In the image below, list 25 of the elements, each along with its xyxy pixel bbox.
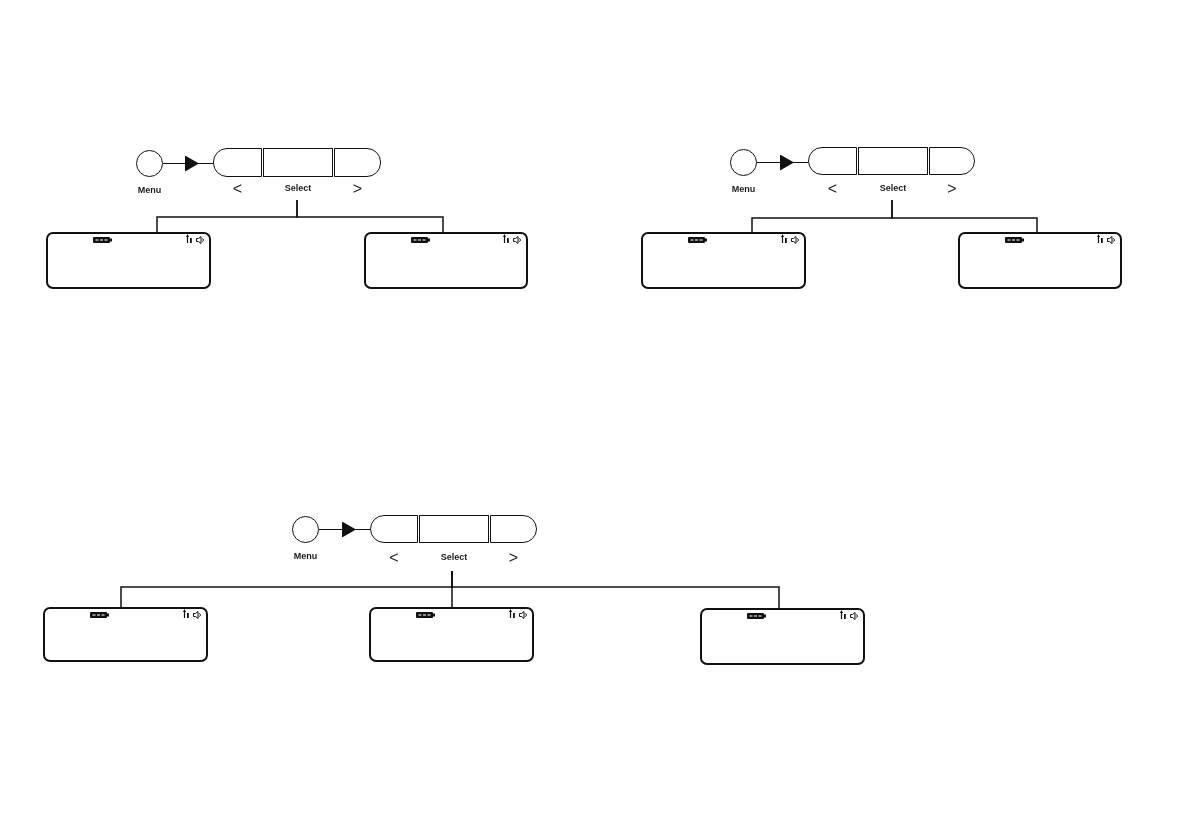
lcd-screen	[43, 607, 208, 662]
connector-arrow	[318, 521, 371, 538]
lcd-screen	[700, 608, 865, 665]
key-label: <	[389, 548, 399, 566]
lcd-screen	[958, 232, 1122, 289]
key-label: Select	[440, 551, 468, 563]
key-label: >	[352, 179, 363, 197]
lcd-screen	[46, 232, 211, 289]
key-label: >	[947, 179, 957, 197]
connector-line	[296, 199, 444, 233]
key-label: Select	[879, 182, 907, 194]
key-label: >	[508, 548, 519, 566]
lcd-screen	[369, 607, 534, 662]
key-label: Menu	[137, 184, 162, 196]
key-label: Menu	[731, 183, 756, 195]
key-label: <	[232, 179, 243, 197]
key-label: Menu	[293, 550, 318, 562]
connector-line	[451, 570, 780, 609]
connector-line	[891, 199, 1038, 233]
key-label: <	[827, 179, 838, 197]
connector-arrow	[756, 154, 809, 171]
lcd-screen	[364, 232, 528, 289]
connector-arrow	[162, 155, 214, 172]
key-label: Select	[284, 182, 312, 194]
lcd-screen	[641, 232, 806, 289]
